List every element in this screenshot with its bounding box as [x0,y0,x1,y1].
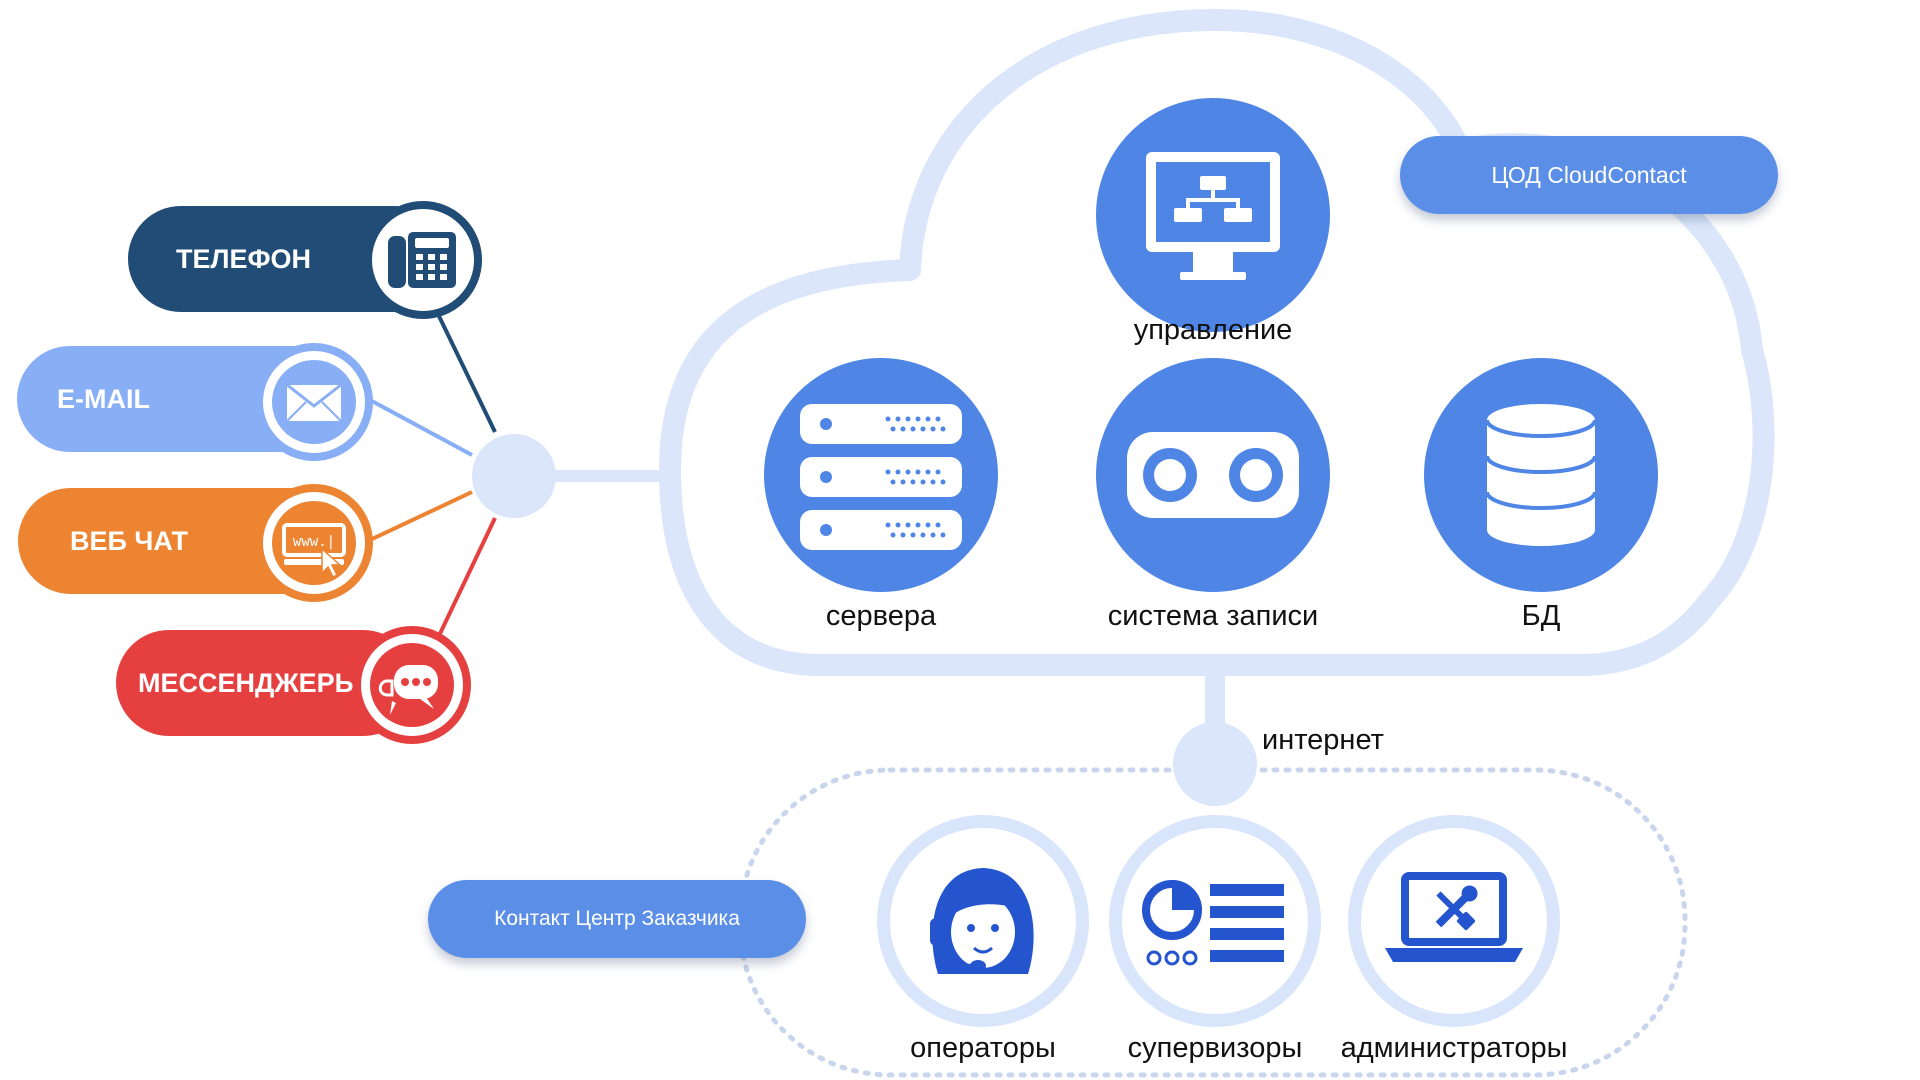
supervisors-label: супервизоры [1127,1032,1303,1064]
administrators-node[interactable] [1348,815,1560,1027]
telephone-link [435,311,497,433]
laptop-tools-icon [1385,872,1523,962]
database-label: БД [1521,600,1561,632]
datacenter-tag-label: ЦОД CloudContact [1491,161,1687,188]
email-link [369,398,473,457]
web-browser-cursor-icon: www.| [255,484,373,602]
supervisors-node[interactable] [1109,815,1321,1027]
servers-node[interactable] [764,358,998,592]
management-node[interactable] [1096,98,1330,332]
recording-system-label: система записи [1107,600,1319,632]
recording-system-node[interactable] [1096,358,1330,592]
customer-site-tag-label: Контакт Центр Заказчика [494,907,740,930]
channel-email-label: E-MAIL [57,383,150,414]
operators-node[interactable] [877,815,1089,1027]
administrators-label: администраторы [1340,1032,1568,1064]
messengers-link [435,517,497,641]
telephone-icon [364,201,482,319]
operators-label: операторы [910,1032,1056,1064]
webchat-link [369,490,473,542]
management-label: управление [1133,314,1293,346]
datacenter-tag: ЦОД CloudContact [1400,136,1778,214]
database-icon [1485,404,1597,546]
operator-headset-icon [930,868,1034,974]
channel-messengers-label: МЕССЕНДЖЕРЫ [138,667,362,698]
svg-text:www.|: www.| [293,534,335,550]
channel-hub [472,434,556,518]
dashboard-report-icon [1142,880,1284,966]
tape-recording-icon [1127,432,1299,518]
server-rack-icon [800,404,962,550]
envelope-icon [255,343,373,461]
channel-telephone-label: ТЕЛЕФОН [176,243,311,274]
monitor-org-chart-icon [1146,152,1280,280]
channel-webchat-label: ВЕБ ЧАТ [70,525,189,556]
chat-bubbles-icon [353,626,471,744]
customer-site-tag: Контакт Центр Заказчика [428,880,806,958]
internet-label: интернет [1262,724,1384,756]
servers-label: сервера [825,600,937,632]
database-node[interactable] [1424,358,1658,592]
internet-hub [1173,722,1257,806]
